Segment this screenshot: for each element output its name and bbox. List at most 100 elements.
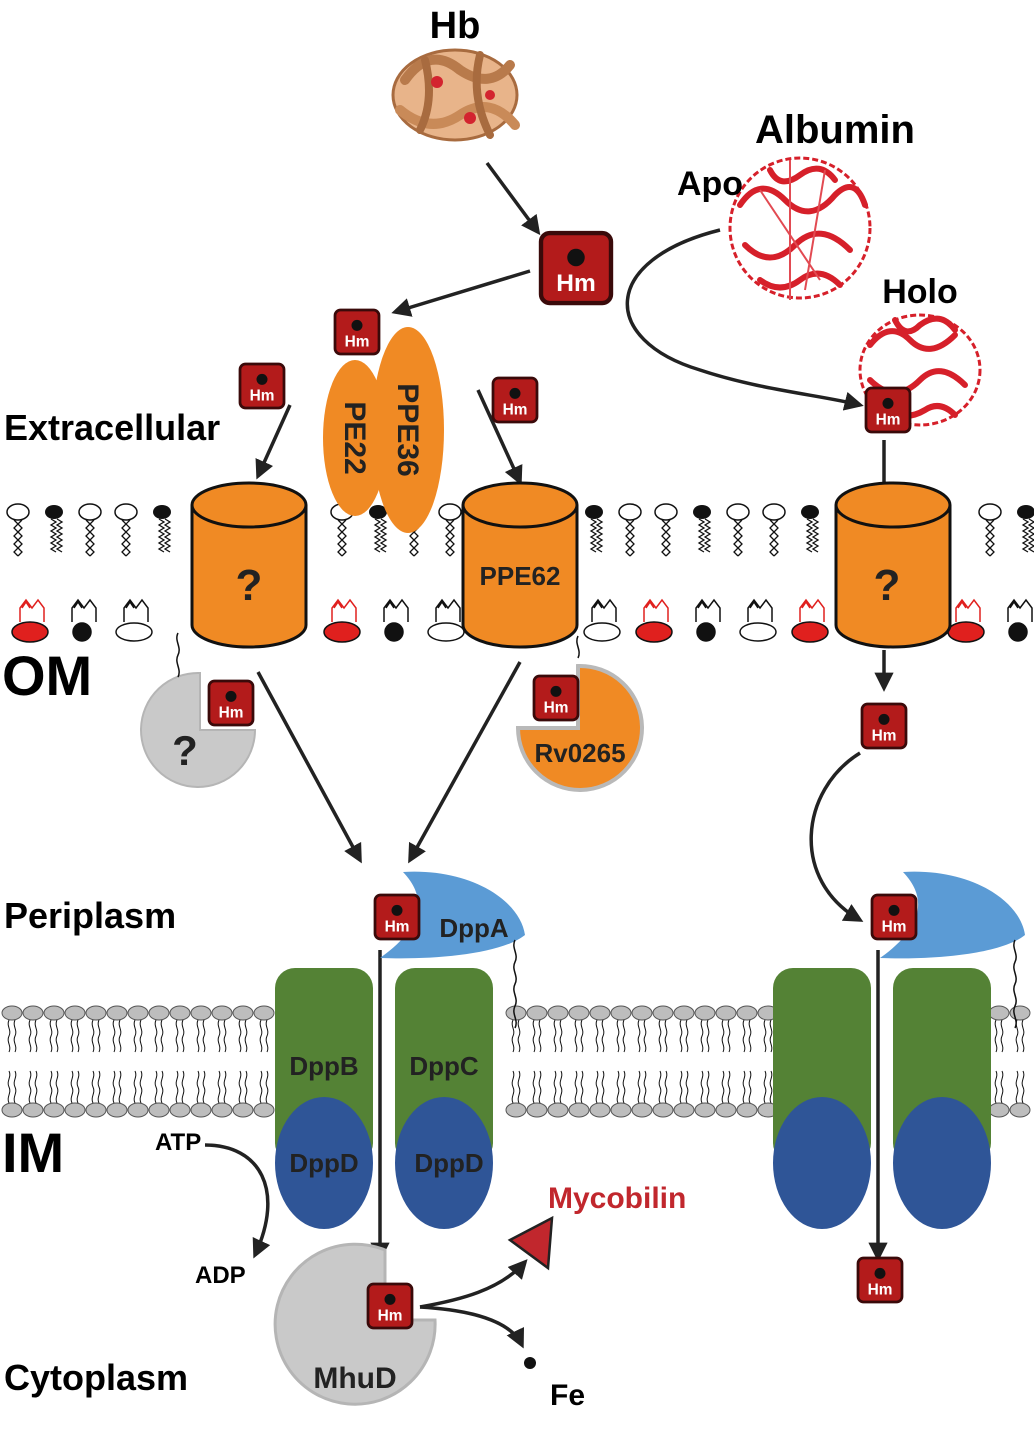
ppe62-channel: PPE62 [461, 481, 579, 649]
om-lipid [11, 598, 49, 643]
om-lipid [739, 598, 777, 642]
om-lipid [583, 598, 621, 642]
mycobilin-label: Mycobilin [548, 1182, 686, 1215]
im-lipid [1009, 1005, 1031, 1053]
unknown-channel-label: ? [236, 561, 263, 610]
im-lipid [547, 1005, 569, 1053]
im-lipid [85, 1005, 107, 1053]
om-lipid [114, 503, 138, 557]
om-lipid [78, 503, 102, 557]
ppe36-protein: PPE36 [372, 327, 444, 533]
im-lipid [190, 1005, 212, 1053]
om-lipid [978, 503, 1002, 557]
periplasm-label: Periplasm [4, 895, 176, 936]
im-lipid [64, 1070, 86, 1118]
om-lipid [791, 598, 829, 643]
extracellular-label: Extracellular [4, 407, 220, 448]
im-lipid [610, 1070, 632, 1118]
im-lipid [148, 1070, 170, 1118]
im-lipid [988, 1005, 1010, 1053]
im-lipid [1, 1070, 23, 1118]
om-lipid [368, 504, 388, 553]
fe-label: Fe [550, 1379, 585, 1412]
im-lipid [22, 1005, 44, 1053]
im-lipid [169, 1005, 191, 1053]
om-lipid [1016, 504, 1034, 553]
im-lipid [715, 1005, 737, 1053]
pe22-protein: PE22 [323, 360, 387, 516]
heme-icon: Hm [366, 1282, 414, 1330]
om-lipid [438, 503, 462, 557]
om-lipid [762, 503, 786, 557]
im-lipid [526, 1005, 548, 1053]
albumin-label: Albumin [755, 108, 915, 152]
om-lipid [115, 598, 153, 642]
im-lipid [43, 1070, 65, 1118]
adp-label: ADP [195, 1262, 246, 1289]
dppd-label: DppD [289, 1148, 358, 1178]
im-lipid [232, 1070, 254, 1118]
heme-label: Hm [503, 401, 528, 418]
om-channel-unknown-left: ? [190, 481, 308, 649]
im-lipid [211, 1005, 233, 1053]
im-label: IM [2, 1121, 64, 1184]
im-top-leaflet [1, 1005, 1031, 1053]
im-lipid [631, 1070, 653, 1118]
heme-icon: Hm [864, 386, 912, 434]
hb-label: Hb [430, 5, 481, 47]
om-lipid [800, 504, 820, 553]
heme-icon: Hm [541, 233, 611, 303]
om-lipid [152, 504, 172, 553]
rv0265-protein: Rv0265 [515, 635, 644, 792]
mycobilin-icon [507, 1215, 554, 1271]
om-lipid [1007, 598, 1033, 642]
heme-label: Hm [882, 918, 907, 935]
im-lipid [22, 1070, 44, 1118]
heme-icon: Hm [870, 893, 918, 941]
om-channel-unknown-right: ? [834, 481, 952, 649]
heme-label: Hm [872, 727, 897, 744]
rv0265-label: Rv0265 [534, 738, 625, 768]
dppb-label: DppB [289, 1051, 358, 1081]
heme-icon: Hm [856, 1256, 904, 1304]
im-lipid [694, 1005, 716, 1053]
om-lipid [71, 598, 97, 642]
im-lipid [1, 1005, 23, 1053]
im-lipid [988, 1070, 1010, 1118]
om-label: OM [2, 644, 92, 707]
im-lipid [736, 1070, 758, 1118]
heme-boxes: Hm Hm Hm Hm Hm Hm Hm Hm [207, 233, 918, 1330]
im-lipid [715, 1070, 737, 1118]
im-lipid [568, 1005, 590, 1053]
im-lipid [253, 1005, 275, 1053]
heme-label: Hm [544, 699, 569, 716]
apo-label: Apo [677, 165, 743, 203]
im-lipid [568, 1070, 590, 1118]
om-lipid [654, 503, 678, 557]
hemoglobin-icon [391, 48, 520, 142]
im-lipid [169, 1070, 191, 1118]
heme-icon: Hm [373, 893, 421, 941]
im-lipid [148, 1005, 170, 1053]
heme-icon: Hm [333, 308, 381, 356]
om-lipid [427, 598, 465, 642]
pe22-label: PE22 [338, 401, 371, 474]
mhud-label: MhuD [313, 1362, 396, 1395]
dpp-transporter-left: DppB DppC DppD DppD [275, 968, 493, 1229]
dppd-label: DppD [414, 1148, 483, 1178]
im-lipid [673, 1005, 695, 1053]
albumin-holo-icon [858, 313, 982, 427]
im-lipid [652, 1070, 674, 1118]
om-lipid [44, 504, 64, 553]
heme-label: Hm [876, 411, 901, 428]
atp-label: ATP [155, 1129, 201, 1156]
heme-icon: Hm [238, 362, 286, 410]
im-lipid [694, 1070, 716, 1118]
im-lipid [106, 1005, 128, 1053]
im-lipid [43, 1005, 65, 1053]
im-lipid [631, 1005, 653, 1053]
om-lipid [6, 503, 30, 557]
heme-label: Hm [345, 333, 370, 350]
om-lipid [618, 503, 642, 557]
